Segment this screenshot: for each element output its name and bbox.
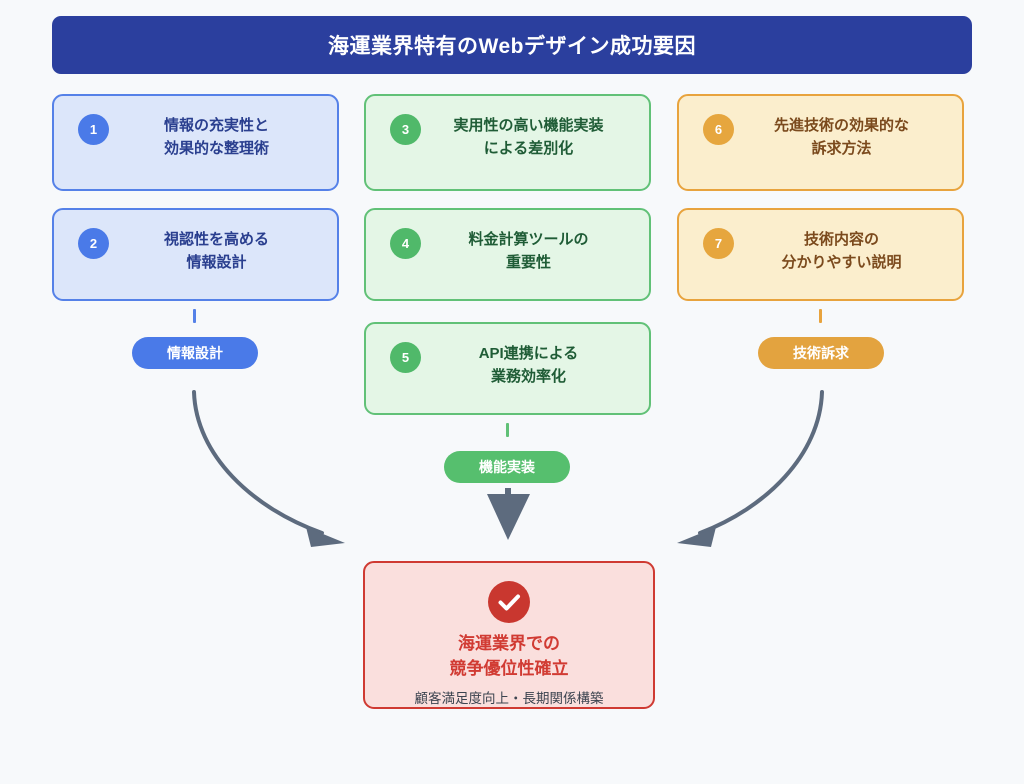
connector-tick-technology-appeal [819, 309, 822, 323]
card-5-label: API連携による 業務効率化 [478, 345, 579, 386]
center-arrow-head-icon [487, 494, 530, 540]
card-7-number: 7 [703, 228, 734, 259]
card-3[interactable]: 3 実用性の高い機能実装 による差別化 [364, 94, 651, 191]
conclusion-box[interactable]: 海運業界での 競争優位性確立 顧客満足度向上・長期関係構築 [363, 561, 655, 709]
curved-arrow-left-head-icon [306, 527, 345, 547]
pill-information-design-label: 情報設計 [167, 345, 223, 361]
card-4-number: 4 [390, 228, 421, 259]
card-1-number: 1 [78, 114, 109, 145]
card-6[interactable]: 6 先進技術の効果的な 訴求方法 [677, 94, 964, 191]
page-title: 海運業界特有のWebデザイン成功要因 [328, 35, 696, 58]
card-6-number: 6 [703, 114, 734, 145]
card-1-label: 情報の充実性と 効果的な整理術 [163, 117, 269, 158]
pill-feature-implementation[interactable]: 機能実装 [444, 451, 570, 483]
curved-arrow-right-head-icon [677, 527, 716, 547]
curved-arrow-left-icon [192, 390, 324, 535]
pill-information-design[interactable]: 情報設計 [132, 337, 258, 369]
card-6-label: 先進技術の効果的な 訴求方法 [773, 117, 909, 158]
card-1[interactable]: 1 情報の充実性と 効果的な整理術 [52, 94, 339, 191]
check-circle-icon [488, 581, 530, 623]
conclusion-title: 海運業界での 競争優位性確立 [449, 634, 569, 678]
curved-arrow-right-icon [698, 390, 824, 535]
card-4-label: 料金計算ツールの 重要性 [468, 231, 589, 272]
pill-technology-appeal-label: 技術訴求 [793, 345, 849, 361]
conclusion-subtitle: 顧客満足度向上・長期関係構築 [414, 691, 604, 707]
connector-tick-feature-implementation [506, 423, 509, 437]
connector-tick-information-design [193, 309, 196, 323]
pill-feature-implementation-label: 機能実装 [479, 459, 535, 475]
card-5[interactable]: 5 API連携による 業務効率化 [364, 322, 651, 415]
card-7-label: 技術内容の 分かりやすい説明 [781, 231, 902, 272]
card-3-number: 3 [390, 114, 421, 145]
card-2-label: 視認性を高める 情報設計 [163, 231, 269, 272]
card-4[interactable]: 4 料金計算ツールの 重要性 [364, 208, 651, 301]
card-7[interactable]: 7 技術内容の 分かりやすい説明 [677, 208, 964, 301]
diagram-title-bar: 海運業界特有のWebデザイン成功要因 [52, 16, 972, 74]
card-3-label: 実用性の高い機能実装 による差別化 [453, 117, 604, 158]
card-2[interactable]: 2 視認性を高める 情報設計 [52, 208, 339, 301]
card-2-number: 2 [78, 228, 109, 259]
center-arrow-shaft-icon [505, 488, 511, 498]
pill-technology-appeal[interactable]: 技術訴求 [758, 337, 884, 369]
card-5-number: 5 [390, 342, 421, 373]
